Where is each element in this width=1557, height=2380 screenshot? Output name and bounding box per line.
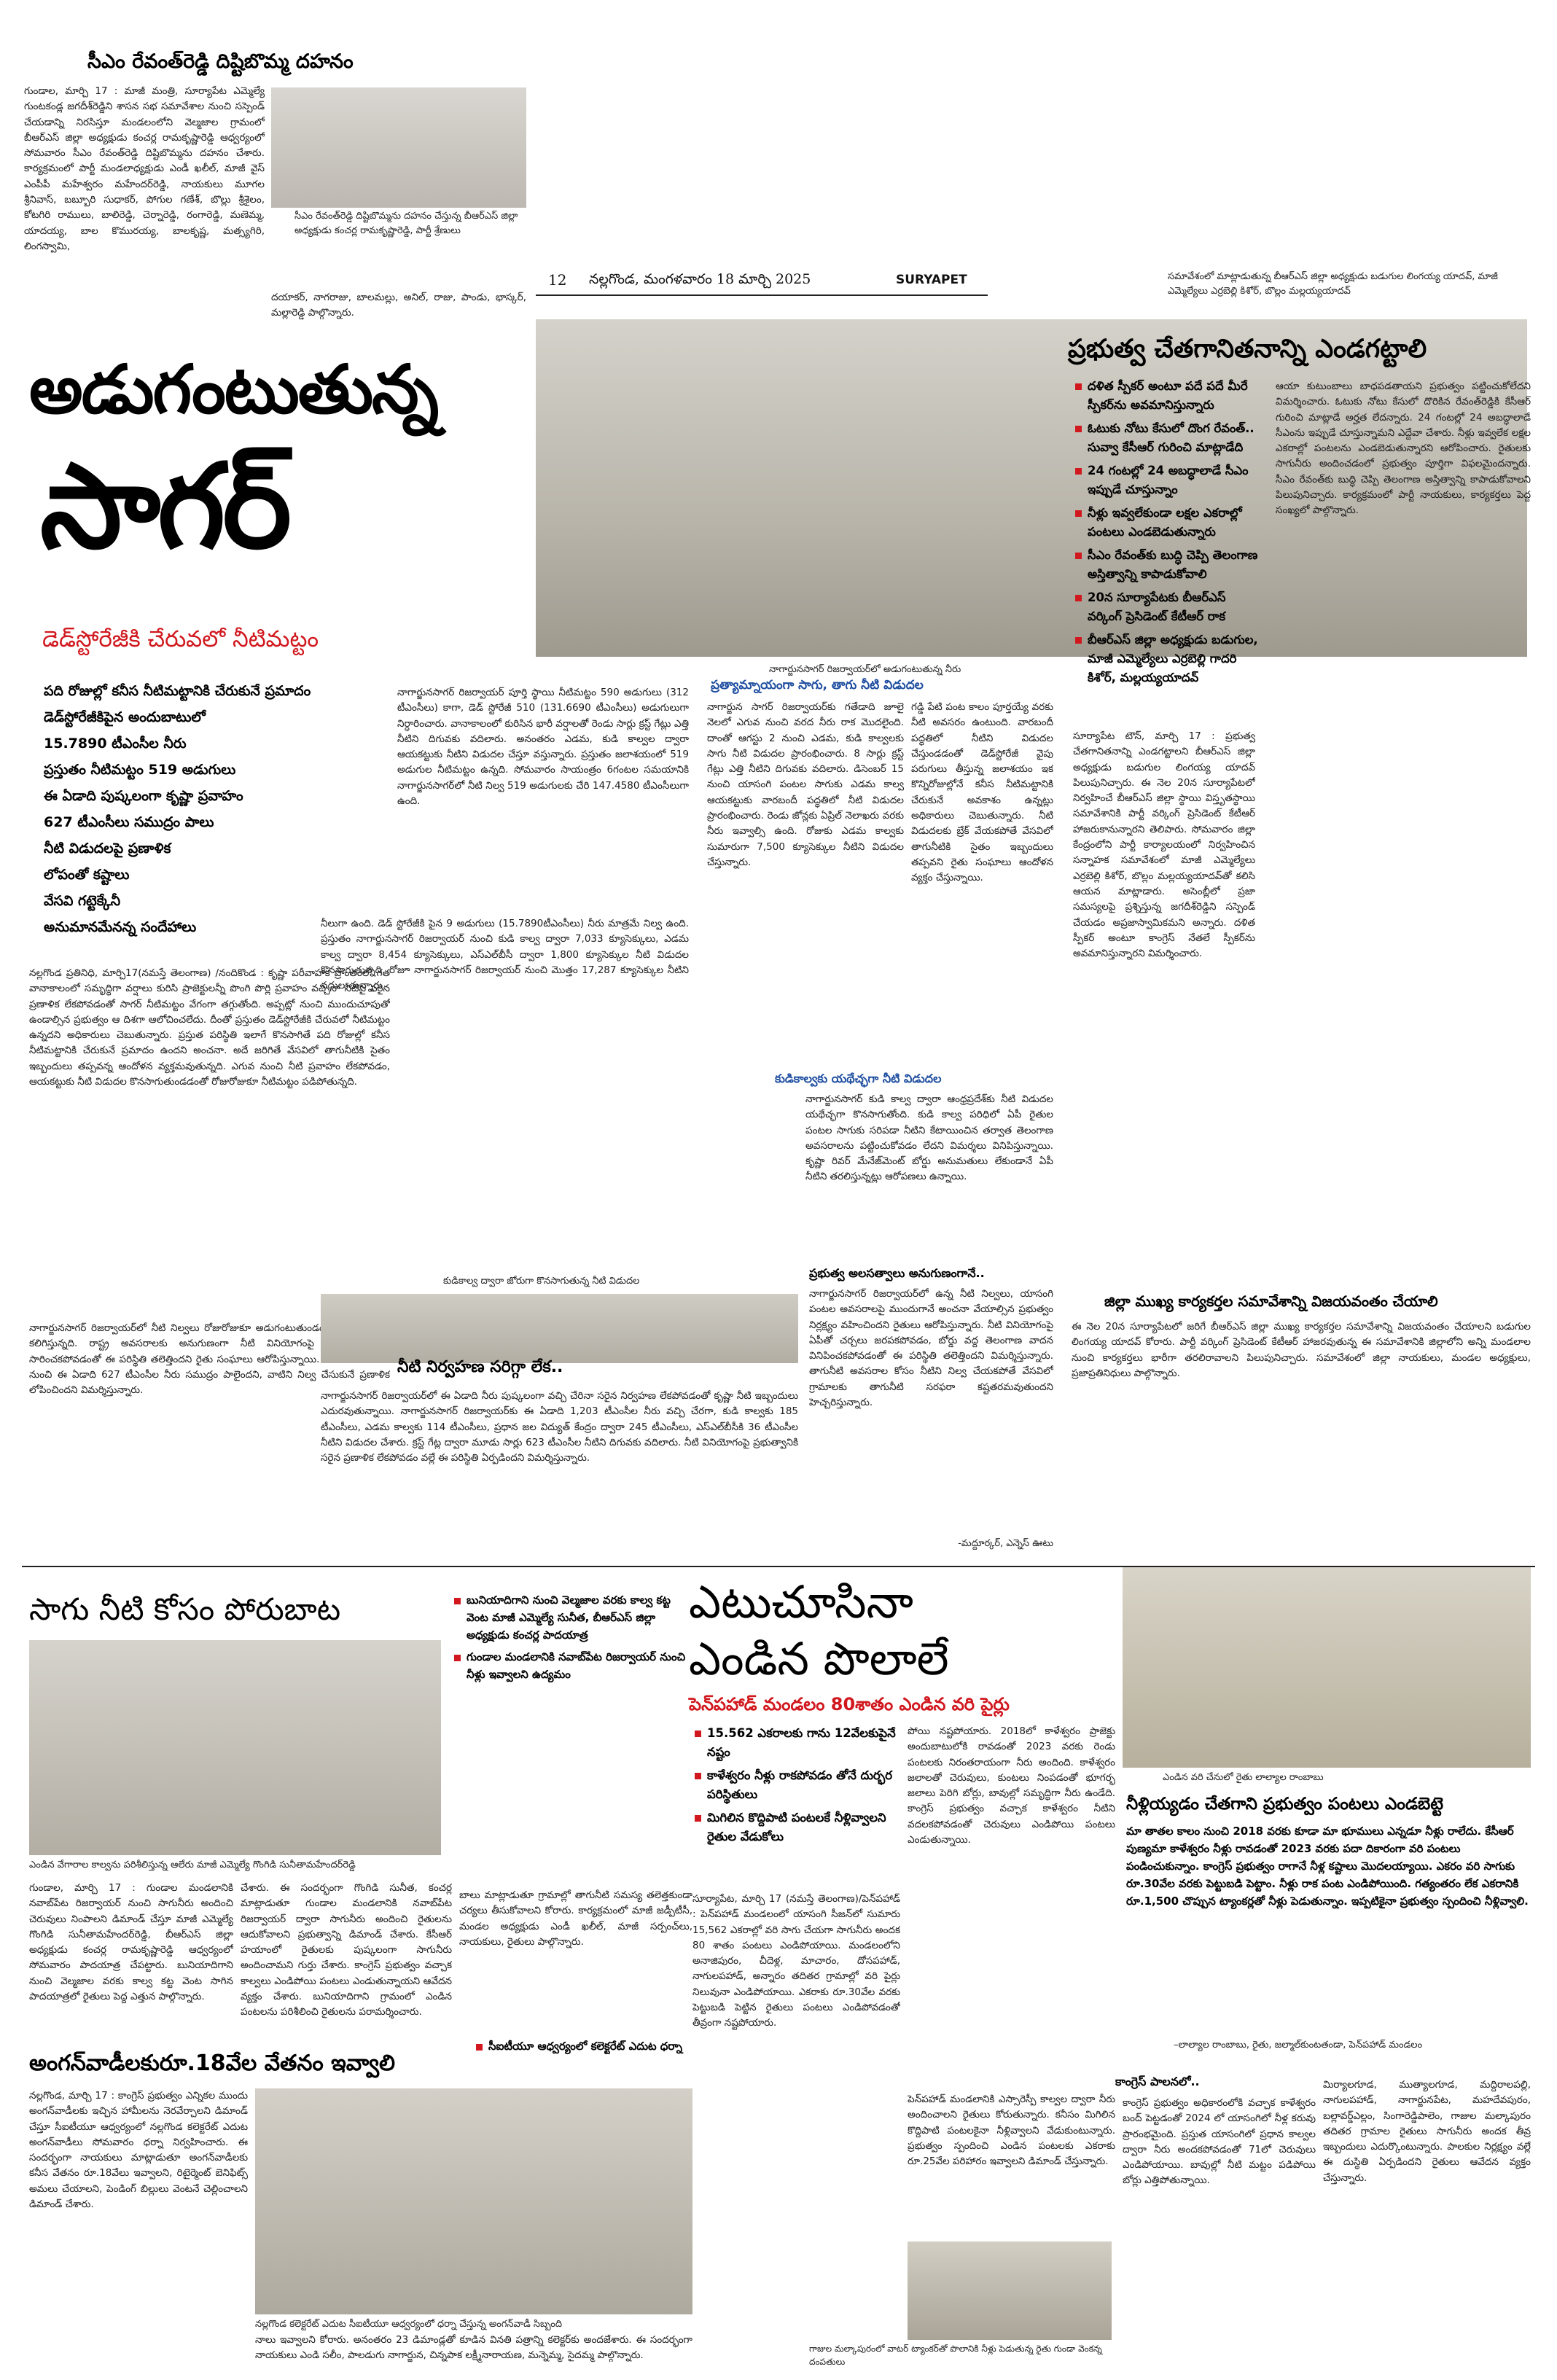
article4-headline: అంగన్‌వాడీలకురూ.18వేల వేతనం ఇవ్వాలి bbox=[29, 2051, 395, 2076]
article5-photo-bottom bbox=[908, 2242, 1112, 2340]
article3-bullet: బునియాదిగాని నుంచి వెల్మజాల వరకు కాల్వ క… bbox=[452, 1591, 692, 1644]
article5-photo-caption-right: ఎండిన వరి చేనులో రైతు లాల్యాల రాంబాబు bbox=[1163, 1772, 1324, 1783]
article2-bullet: 24 గంటల్లో 24 అబద్ధాలాడే సీఎం ఇప్పుడే చూ… bbox=[1073, 461, 1263, 499]
lead-subhead-a: ప్రత్యామ్నాయంగా సాగు, తాగు నీటి విడుదల bbox=[711, 678, 924, 692]
article5-bullet: 15.562 ఎకరాలకు గాను 12వేలకుపైనే నష్టం bbox=[692, 1724, 904, 1762]
article1-headline: సీఎం రేవంత్‌రెడ్డి దిష్టిబొమ్మ దహనం bbox=[87, 50, 354, 73]
article5-bullets: 15.562 ఎకరాలకు గాను 12వేలకుపైనే నష్టం కా… bbox=[692, 1724, 904, 1851]
lead-fact: డెడ్‌స్టోరేజీకిపైన అందుబాటులో bbox=[44, 709, 206, 725]
article2-subhead: జిల్లా ముఖ్య కార్యకర్తల సమావేశాన్ని విజయ… bbox=[1104, 1292, 1438, 1310]
article5-headline-line2: ఎండిన పొలాలే bbox=[689, 1632, 949, 1685]
article2-bullet: ఓటుకు నోటు కేసులో దొంగ రేవంత్.. సువ్వా క… bbox=[1073, 419, 1263, 457]
article1-body-continued: దయాకర్, నాగరాజు, బాలమల్లు, అనిల్, రాజు, … bbox=[271, 292, 526, 319]
lead-fact: 15.7890 టీఎంసీల నీరు bbox=[44, 736, 187, 752]
article3-body: గుండాల, మార్చి 17 : గుండాల మండలానికి నవా… bbox=[29, 1882, 233, 2003]
lead-bottom-photo bbox=[321, 1294, 798, 1363]
article3-photo bbox=[29, 1640, 441, 1855]
section-rule bbox=[22, 1566, 1535, 1567]
article3-bullet: గుండాల మండలానికి నవాబ్‌పేట రిజర్వాయర్ ను… bbox=[452, 1648, 692, 1683]
dateline: నల్లగొండ, మంగళవారం 18 మార్చి 2025 bbox=[589, 271, 811, 287]
lead-subhead-c: ప్రభుత్వ అలసత్వాలు అనుగుణంగానే.. bbox=[809, 1266, 985, 1280]
lead-fact: అనుమానమేనన్న సందేహాలు bbox=[44, 919, 197, 935]
lead-headline-line2: సాగర్ bbox=[40, 438, 292, 574]
lead-fact: ప్రస్తుతం నీటిమట్టం 519 అడుగులు bbox=[44, 762, 236, 778]
article1-photo bbox=[271, 87, 526, 208]
article3-caption: ఎండిన వేగారాల కాల్వను పరిశీలిస్తున్న ఆలే… bbox=[29, 1860, 356, 1870]
lead-bottom-caption: కుడికాల్వ ద్వారా జోరుగా కొనసాగుతున్న నీట… bbox=[443, 1276, 640, 1287]
article3-headline: సాగు నీటి కోసం పోరుబాట bbox=[29, 1591, 341, 1627]
lead-body-bottom: నాగార్జునసాగర్ రిజర్వాయర్‌లో ఈ ఏడాది నీర… bbox=[321, 1390, 798, 1464]
article3-bullets: బునియాదిగాని నుంచి వెల్మజాల వరకు కాల్వ క… bbox=[452, 1591, 692, 1688]
lead-fact: వేసవి గట్టెక్కేనీ bbox=[44, 893, 121, 909]
article2-bullet: బీఆర్‌ఎస్ జిల్లా అధ్యక్షుడు బడుగుల, మాజీ… bbox=[1073, 631, 1263, 687]
article5-body-d: కాంగ్రెస్ ప్రభుత్వం అధికారంలోకి వచ్చాక క… bbox=[1123, 2097, 1316, 2187]
lead-deck: డెడ్‌స్టోరేజీకి చేరువలో నీటిమట్టం bbox=[42, 626, 319, 652]
lead-body-col3: గడ్డి పేటి పంట కాలం పూర్తయ్యే వరకు నీటి … bbox=[911, 701, 1053, 884]
lead-body-col3c: నాగార్జునసాగర్ కుడి కాల్వ ద్వారా ఆంధ్రప్… bbox=[805, 1093, 1053, 1183]
lead-body-col3b: నాగార్జున సాగర్ రిజర్వాయర్‌కు గతేడాది జూ… bbox=[707, 701, 904, 868]
article5-deck: పెన్‌పహాడ్ మండలం 80శాతం ఎండిన వరి పైర్లు bbox=[689, 1694, 1010, 1714]
article4-bullet: సీఐటీయూ ఆధ్వర్యంలో కలెక్టరేట్ ఎదుట ధర్నా bbox=[474, 2037, 692, 2055]
article5-bullet: మిగిలిన కొద్దిపాటి పంటలకే నీళ్లివ్వాలని … bbox=[692, 1809, 904, 1846]
article4-caption: నల్లగొండ కలెక్టరేట్ ఎదుట సీఐటీయూ ఆధ్వర్య… bbox=[255, 2319, 563, 2330]
lead-body-col1: నల్లగొండ ప్రతినిధి, మార్చి17(నమస్తే తెలం… bbox=[29, 967, 390, 1088]
lead-fact: లోపంతో కష్టాలు bbox=[44, 867, 130, 883]
lead-body-col2: నాగార్జునసాగర్ రిజర్వాయర్ పూర్తి స్థాయి … bbox=[397, 687, 689, 808]
article3-body-c: బాలు మాట్లాడుతూ గ్రామాల్లో తాగునీటి సమస్… bbox=[459, 1889, 692, 1948]
lead-photo-caption: నాగార్జునసాగర్ రిజర్వాయర్‌లో అడుగంటుతున్… bbox=[769, 664, 961, 675]
lead-fact: నీటి విడుదలపై ప్రణాళిక bbox=[44, 840, 171, 857]
article2-bullet: దళిత స్పీకర్ అంటూ పదే పదే మీరే స్పీకర్‌న… bbox=[1073, 377, 1263, 415]
lead-fact: ఈ ఏడాది పుష్కలంగా కృష్ణా ప్రవాహం bbox=[44, 788, 243, 804]
article5-bullet: కాళేశ్వరం నీళ్లు రాకపోవడం తోనే దుర్భర పర… bbox=[692, 1766, 904, 1804]
article2-body-a: సూర్యాపేట టౌన్, మార్చి 17 : ప్రభుత్వ చేత… bbox=[1073, 730, 1255, 960]
article2-bullet: 20న సూర్యాపేటకు బీఆర్‌ఎస్ వర్కింగ్ ప్రెస… bbox=[1073, 588, 1263, 626]
article5-body-e: మిర్యాలగూడ, ముత్యాలగూడ, మద్దిరాలపల్లి, న… bbox=[1323, 2079, 1531, 2184]
article4-photo bbox=[255, 2088, 692, 2314]
lead-fact: పది రోజుల్లో కనీస నీటిమట్టానికి చేరుకునే… bbox=[44, 683, 311, 699]
article6-quote: మా తాతల కాలం నుంచి 2018 వరకు కూడా మా భూమ… bbox=[1126, 1825, 1529, 1908]
lead-subhead-d: నీటి నిర్వహణ సరిగ్గా లేక.. bbox=[397, 1358, 563, 1376]
article6-headline: నీళ్లియ్యడం చేతగాని ప్రభుత్వం పంటలు ఎండబ… bbox=[1126, 1795, 1443, 1814]
article4-bullets: సీఐటీయూ ఆధ్వర్యంలో కలెక్టరేట్ ఎదుట ధర్నా bbox=[474, 2037, 692, 2059]
article1-body: గుండాల, మార్చి 17 : మాజీ మంత్రి, సూర్యాప… bbox=[24, 85, 265, 252]
lead-subhead-b: కుడికాల్వకు యథేచ్ఛగా నీటి విడుదల bbox=[775, 1072, 942, 1085]
article2-body-c: ఈ నెల 20న సూర్యాపేటలో జరిగే బీఆర్‌ఎస్ జి… bbox=[1072, 1321, 1531, 1379]
lead-body-col3d: నాగార్జునసాగర్ రిజర్వాయర్‌లో ఉన్న నీటి న… bbox=[809, 1288, 1053, 1409]
article5-headline-line1: ఎటుచూసినా bbox=[689, 1575, 913, 1628]
article4-body-b: నాలు ఇవ్వాలని కోరారు. అనంతరం 23 డిమాండ్ల… bbox=[255, 2334, 692, 2362]
article2-caption: సమావేశంలో మాట్లాడుతున్న బీఆర్‌ఎస్ జిల్లా… bbox=[1168, 271, 1498, 297]
article5-subhead: కాంగ్రెస్ పాలనలో.. bbox=[1115, 2075, 1200, 2088]
masthead-rule bbox=[536, 294, 988, 296]
lead-photo bbox=[536, 319, 1527, 657]
article2-headline: ప్రభుత్వ చేతగానితనాన్ని ఎండగట్టాలి bbox=[1068, 335, 1427, 364]
article5-body-a: పోయి నష్టపోయారు. 2018లో కాళేశ్వరం ప్రాజె… bbox=[908, 1725, 1115, 1846]
lead-body-col1b: నాగార్జునసాగర్ రిజర్వాయర్‌లో నీటి నిల్వల… bbox=[29, 1322, 390, 1397]
article4-body: నల్లగొండ, మార్చి 17 : కాంగ్రెస్ ప్రభుత్వ… bbox=[29, 2090, 248, 2211]
edition-label: SURYAPET bbox=[896, 273, 967, 287]
article5-body-b: సూర్యాపేట, మార్చి 17 (నమస్తే తెలంగాణ)/పె… bbox=[692, 1893, 900, 2029]
lead-fact: 627 టీఎంసీలు సముద్రం పాలు bbox=[44, 814, 214, 830]
lead-body-col2b: నీలుగా ఉంది. డెడ్ స్టోరేజీకి పైన 9 అడుగు… bbox=[321, 918, 689, 992]
article2-bullets: దళిత స్పీకర్ అంటూ పదే పదే మీరే స్పీకర్‌న… bbox=[1073, 377, 1263, 692]
lead-facts: పది రోజుల్లో కనీస నీటిమట్టానికి చేరుకునే… bbox=[44, 678, 386, 940]
lead-headline-line1: అడుగంటుతున్న bbox=[29, 351, 439, 429]
article2-bullet: సీఎం రేవంత్‌కు బుద్ధి చెప్పి తెలంగాణ అస్… bbox=[1073, 546, 1263, 584]
article2-body-b: ఆయా కుటుంబాలు బాధపడతాయని ప్రభుత్వం పట్టి… bbox=[1276, 381, 1531, 517]
article3-body-b: చేశారు. ఈ సందర్భంగా గొంగిడి సునీత, కంచర్… bbox=[241, 1882, 452, 2018]
article5-photo-caption: గాజుల మల్కాపురంలో వాటర్ ట్యాంకర్‌తో పొలా… bbox=[809, 2344, 1102, 2367]
lead-byline: -మద్దూర్కర్, ఎన్నెస్ ఊటు bbox=[958, 1538, 1053, 1549]
page-number: 12 bbox=[548, 271, 567, 289]
article1-caption: సీఎం రేవంత్‌రెడ్డి దిష్టిబొమ్మను దహనం చే… bbox=[294, 211, 518, 236]
article5-body-c: పెన్‌పహాడ్ మండలానికి ఎస్సారెస్పీ కాల్వల … bbox=[908, 2094, 1115, 2168]
article5-photo-right bbox=[1123, 1567, 1531, 1768]
article6-attribution: –లాల్యాల రాంబాబు, రైతు, జల్మాల్‌కుంటతండా… bbox=[1174, 2040, 1423, 2051]
article2-bullet: నీళ్లు ఇవ్వలేకుండా లక్షల ఎకరాల్లో పంటలు … bbox=[1073, 504, 1263, 542]
